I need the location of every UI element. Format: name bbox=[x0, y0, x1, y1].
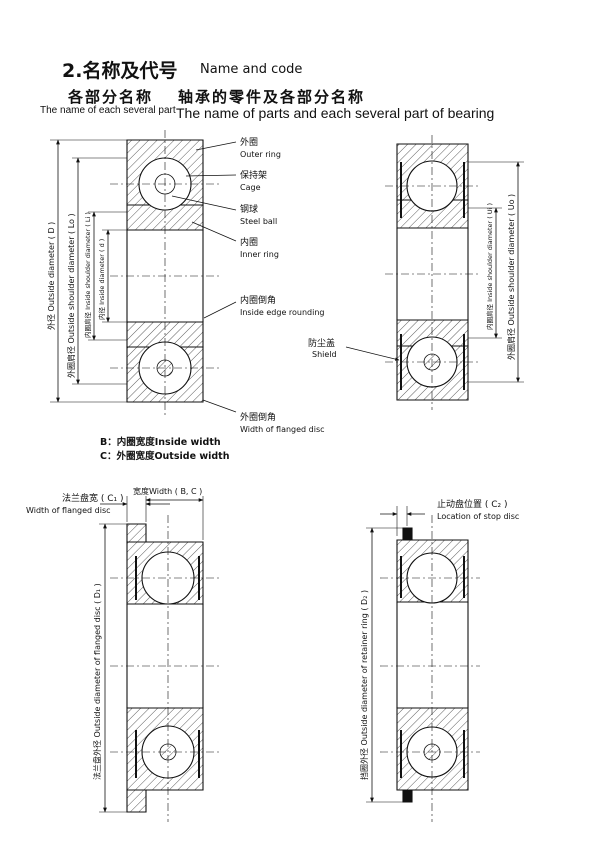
label-flange-width-en: Width of flanged disc bbox=[26, 506, 111, 515]
fig4-labels: 止动盘位置 ( C₂ ) Location of stop disc 挡圈外径 … bbox=[359, 498, 519, 780]
dim-d: 内径 Inside diameter ( d ) bbox=[97, 239, 106, 320]
label-inner-ring-cn: 内圈 bbox=[240, 236, 258, 248]
subtitle-bearing-en: The name of parts and each several part … bbox=[176, 105, 495, 121]
subtitle-parts-en: The name of each several part bbox=[40, 105, 176, 116]
fig4-stop-disc-bearing bbox=[366, 506, 480, 822]
label-outer-edge-cn: 外圈倒角 bbox=[240, 411, 276, 423]
fig2-labels: 防尘盖 Shield 外圈肩径 Outside shoulder diamete… bbox=[308, 194, 516, 360]
dim-Ui: 内圈肩径 Inside shoulder diameter ( Ui ) bbox=[485, 203, 494, 330]
dim-Lo: 外圈肩径 Outside shoulder diameter ( Lo ) bbox=[66, 213, 76, 378]
label-shield-cn: 防尘盖 bbox=[308, 337, 335, 349]
label-shield-en: Shield bbox=[312, 350, 337, 359]
fig1-open-bearing bbox=[50, 130, 237, 415]
label-inner-ring-en: Inner ring bbox=[240, 250, 279, 259]
fig1-labels: 外圈 Outer ring 保持架 Cage 钢球 Steel ball 内圈 … bbox=[46, 136, 325, 462]
label-width-bc: 宽度Width ( B, C ) bbox=[133, 486, 202, 496]
section-title: 2.名称及代号 bbox=[62, 60, 178, 82]
fig3-flange-bottom bbox=[126, 789, 147, 813]
subtitle-parts-cn: 各部分名称 bbox=[68, 88, 154, 106]
label-outer-edge-en: Width of flanged disc bbox=[240, 425, 325, 434]
dim-Uo: 外圈肩径 Outside shoulder diameter ( Uo ) bbox=[506, 194, 516, 360]
dim-D1: 法兰盘外径 Outside diameter of flanged disc (… bbox=[92, 583, 102, 780]
dim-Li: 内圈肩径 Inside shoulder diameter ( Li ) bbox=[83, 212, 92, 338]
label-cage-en: Cage bbox=[240, 183, 261, 192]
label-stop-disc-cn: 止动盘位置 ( C₂ ) bbox=[437, 498, 508, 510]
label-cage-cn: 保持架 bbox=[240, 169, 267, 181]
label-outer-ring-en: Outer ring bbox=[240, 150, 281, 159]
label-inside-edge-en: Inside edge rounding bbox=[240, 308, 325, 317]
fig3-labels: 法兰盘宽 ( C₁ ) Width of flanged disc 宽度Widt… bbox=[26, 486, 202, 780]
section-title-en: Name and code bbox=[200, 62, 303, 77]
dim-D: 外径 Outside diameter ( D ) bbox=[46, 222, 56, 330]
label-stop-disc-en: Location of stop disc bbox=[437, 512, 519, 521]
label-flange-width-cn: 法兰盘宽 ( C₁ ) bbox=[62, 492, 124, 504]
label-steel-ball-en: Steel ball bbox=[240, 217, 277, 226]
label-outer-ring-cn: 外圈 bbox=[240, 136, 258, 148]
fig3-flange-top bbox=[126, 523, 147, 543]
note-B: B：内圈宽度Inside width bbox=[100, 436, 221, 448]
subtitle-bearing-cn: 轴承的零件及各部分名称 bbox=[178, 88, 366, 106]
label-inside-edge-cn: 内圈倒角 bbox=[240, 294, 276, 306]
label-steel-ball-cn: 钢球 bbox=[240, 203, 258, 215]
note-C: C：外圈宽度Outside width bbox=[100, 450, 230, 462]
fig3-flanged-bearing bbox=[99, 496, 220, 822]
dim-D2: 挡圈外径 Outside diameter of retainer ring (… bbox=[359, 590, 369, 780]
fig2-shielded-bearing bbox=[345, 135, 524, 410]
